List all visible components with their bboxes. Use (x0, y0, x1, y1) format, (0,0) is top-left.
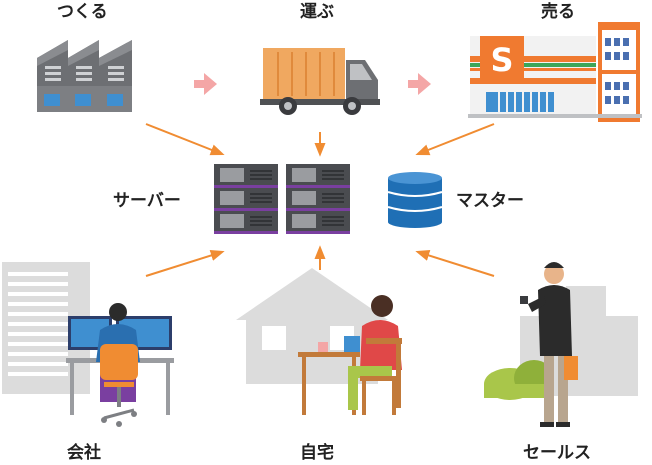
flow-arrow-make-to-carry (194, 73, 217, 95)
flow-arrow-carry-to-sell (408, 73, 431, 95)
label-sell: 売る (541, 2, 575, 22)
label-sales: セールス (523, 443, 591, 463)
label-master: マスター (456, 191, 524, 211)
server-icon (214, 164, 350, 234)
label-server: サーバー (113, 191, 181, 211)
arrow-sales-to-server (415, 250, 495, 277)
label-office: 会社 (67, 443, 101, 463)
home-scene (236, 268, 402, 415)
label-carry: 運ぶ (300, 2, 334, 22)
database-icon (387, 172, 443, 228)
store-sign-letter: S (490, 41, 513, 79)
arrow-factory-to-server (145, 123, 225, 156)
truck-icon (260, 48, 380, 115)
factory-icon (37, 40, 132, 112)
sales-scene (484, 262, 638, 427)
office-scene (2, 262, 174, 427)
label-make: つくる (57, 2, 108, 22)
label-home: 自宅 (300, 443, 334, 463)
store-icon: S (468, 22, 642, 122)
connector-arrows (145, 123, 495, 277)
arrow-store-to-server (415, 123, 495, 156)
arrow-office-to-server (145, 250, 225, 277)
